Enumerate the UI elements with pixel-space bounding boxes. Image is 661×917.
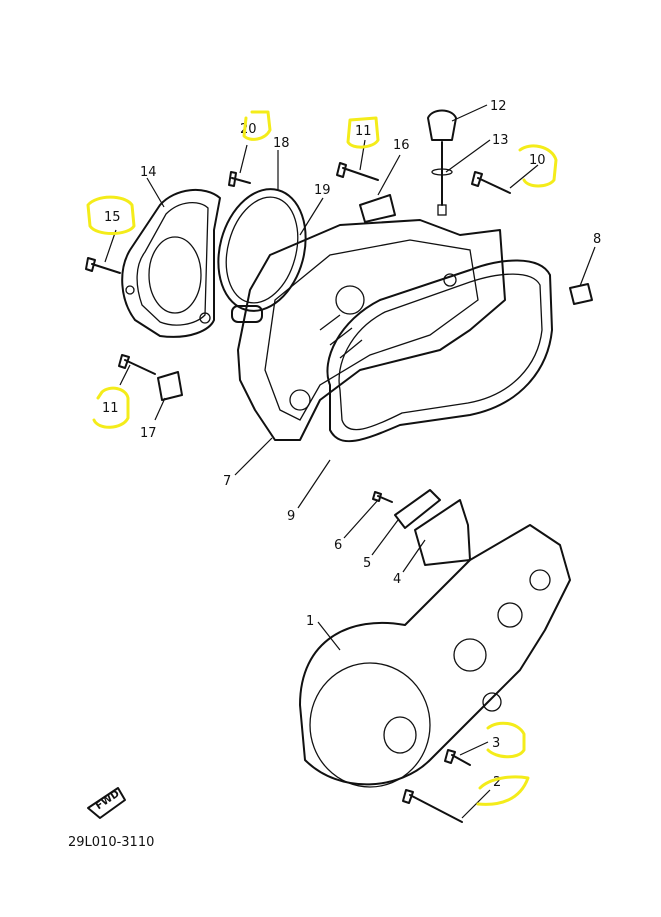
- bolts: [85, 162, 511, 823]
- part-7-crankcase-cover: [231, 219, 506, 441]
- part-4-bracket: [414, 499, 471, 566]
- label-part-8: 8: [593, 232, 601, 247]
- catalog-code: 29L010-3110: [68, 835, 154, 850]
- part-18-gasket: [217, 188, 307, 312]
- highlight-20: [242, 110, 272, 141]
- fwd-label: FWD: [94, 788, 122, 812]
- highlight-11-left: [92, 386, 130, 429]
- label-part-5: 5: [363, 556, 371, 571]
- label-part-15: 15: [104, 210, 121, 225]
- highlight-10: [518, 144, 558, 188]
- leader-lines: [104, 104, 596, 819]
- highlight-marks: [86, 110, 558, 806]
- label-part-19: 19: [314, 183, 331, 198]
- label-part-6: 6: [334, 538, 342, 553]
- highlight-2: [476, 775, 530, 806]
- label-part-11-left: 11: [102, 401, 119, 416]
- part-14-cover: [121, 188, 221, 338]
- highlight-3: [486, 721, 526, 759]
- part-1-cover: [299, 524, 571, 788]
- highlight-11-top: [346, 116, 380, 149]
- label-part-13: 13: [492, 133, 509, 148]
- label-part-12: 12: [490, 99, 507, 114]
- label-part-10: 10: [529, 153, 546, 168]
- part-16-clamp: [359, 194, 396, 223]
- part-8-plug: [569, 283, 593, 305]
- part-labels: 1 2 3 4 5 6 7 8 9 10 11 11 12 13 14 15 1…: [102, 99, 601, 790]
- label-part-3: 3: [492, 736, 500, 751]
- label-part-20: 20: [240, 122, 257, 137]
- fwd-arrow: FWD: [87, 787, 126, 819]
- label-part-17: 17: [140, 426, 157, 441]
- highlight-15: [86, 195, 136, 235]
- label-part-18: 18: [273, 136, 290, 151]
- label-part-2: 2: [493, 775, 501, 790]
- label-part-7: 7: [223, 474, 231, 489]
- label-part-16: 16: [393, 138, 410, 153]
- part-5-plate: [394, 489, 441, 529]
- part-9-gasket: [326, 259, 553, 443]
- label-part-11-top: 11: [355, 124, 372, 139]
- label-part-9: 9: [287, 509, 295, 524]
- label-part-14: 14: [140, 165, 157, 180]
- label-part-1: 1: [306, 614, 314, 629]
- part-12-13-dipstick: [427, 109, 457, 216]
- part-17-clamp: [157, 371, 183, 401]
- label-part-4: 4: [393, 572, 401, 587]
